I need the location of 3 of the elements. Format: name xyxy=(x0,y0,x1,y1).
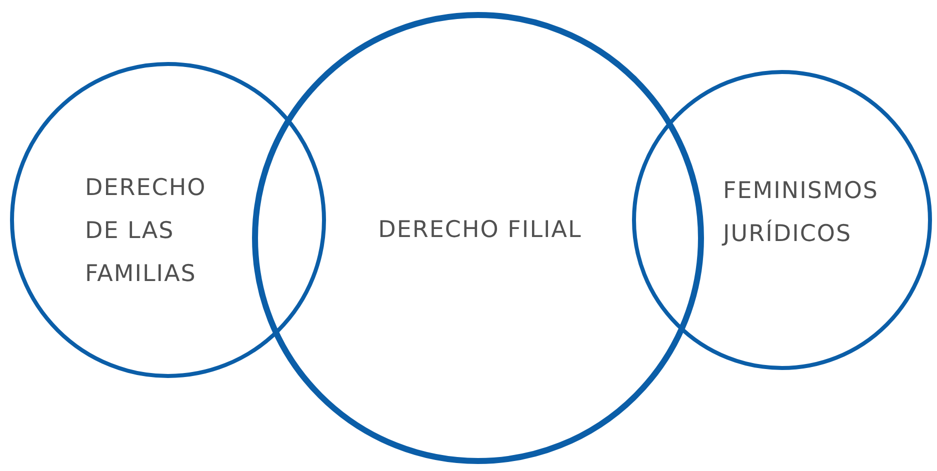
circle-label: DERECHO FILIAL xyxy=(377,216,583,245)
circle-label: FEMINISMOS JURÍDICOS xyxy=(723,177,880,249)
circle-label: DERECHO DE LAS FAMILIAS xyxy=(85,174,208,289)
